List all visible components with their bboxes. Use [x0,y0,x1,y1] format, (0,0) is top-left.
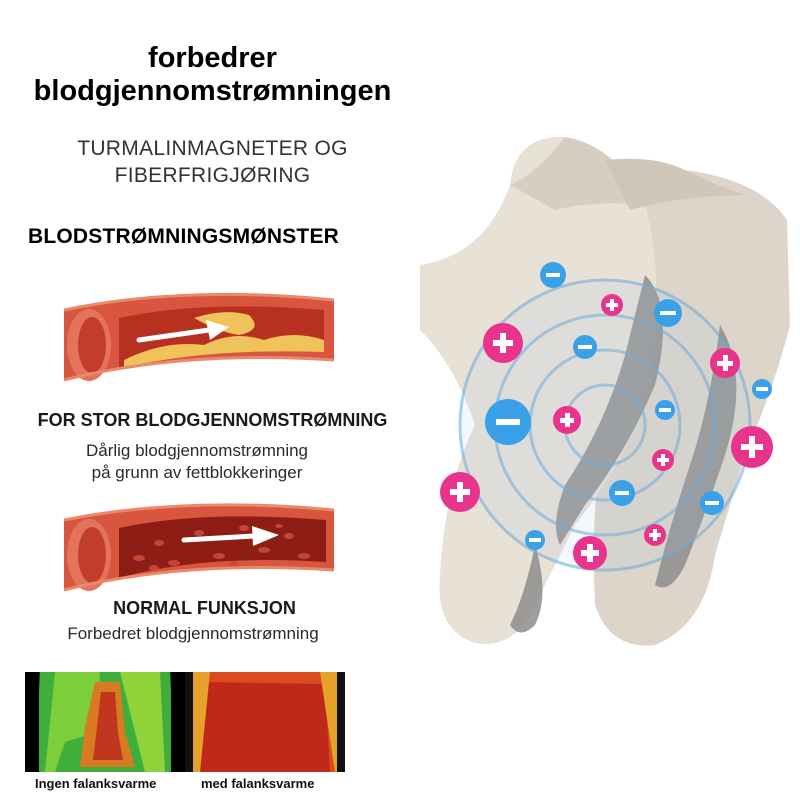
blocked-description-line-1: Dårlig blodgjennomstrømning [85,441,309,460]
pattern-heading: BLODSTRØMNINGSMØNSTER [28,225,340,248]
thermal-caption-left: Ingen falanksvarme [35,776,157,791]
blue-ions [485,262,772,550]
subheadline-line-1: TURMALINMAGNETER OG [77,137,348,160]
headline: forbedrer blodgjennomstrømningen [0,42,425,108]
thermal-caption-right: med falanksvarme [201,776,315,791]
blocked-description: Dårlig blodgjennomstrømning på grunn av … [0,440,397,484]
thermal-image-with-heat [185,672,345,772]
headline-line-1: forbedrer [148,42,277,74]
blocked-heading: FOR STOR BLODGJENNOMSTRØMNING [37,410,388,430]
normal-vessel-illustration [34,498,344,598]
subheadline: TURMALINMAGNETER OG FIBERFRIGJØRING [0,135,425,189]
headline-line-2: blodgjennomstrømningen [33,75,392,107]
normal-description: Forbedret blodgjennomstrømning [67,624,319,643]
normal-heading: NORMAL FUNKSJON [113,598,296,618]
socks-illustration [415,125,800,665]
blocked-vessel-illustration [34,290,344,390]
thermal-image-no-heat [25,672,185,772]
subheadline-line-2: FIBERFRIGJØRING [114,164,311,187]
blocked-description-line-2: på grunn av fettblokkeringer [91,463,303,482]
